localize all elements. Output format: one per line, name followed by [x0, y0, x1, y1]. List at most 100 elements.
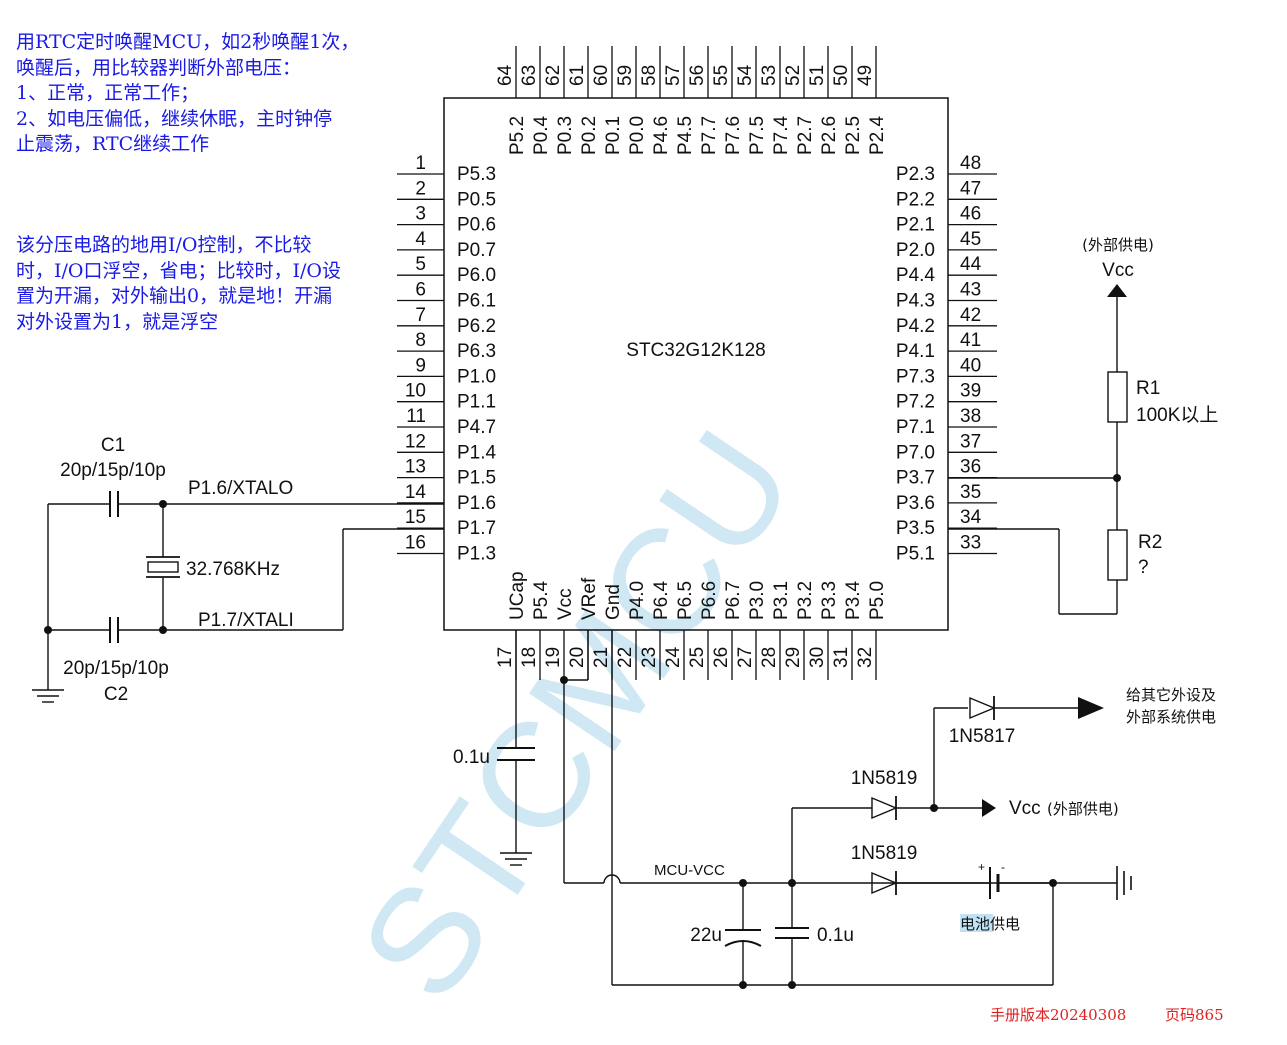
junction-dot — [930, 804, 938, 812]
pin-number: 51 — [807, 65, 828, 86]
pin-name: P6.6 — [699, 581, 720, 620]
earth-ground-icon — [1116, 866, 1132, 900]
pin-name: P6.0 — [457, 265, 496, 286]
r1-value: 100K以上 — [1136, 404, 1218, 426]
pin-name: P5.3 — [457, 164, 496, 185]
pin-number: 19 — [543, 647, 564, 668]
pin-name: P4.0 — [627, 581, 648, 620]
pin-name: P4.1 — [896, 341, 935, 362]
pin-number: 13 — [405, 457, 426, 478]
pin-number: 15 — [405, 507, 426, 528]
pin-number: 39 — [960, 381, 981, 402]
crystal-body — [147, 561, 179, 573]
pin-number: 5 — [415, 254, 426, 275]
pin-number: 41 — [960, 330, 981, 351]
d5819b-label: 1N5819 — [851, 843, 918, 864]
c2-value: 20p/15p/10p — [63, 658, 169, 679]
pin-name: P2.3 — [896, 164, 935, 185]
pin-number: 6 — [415, 280, 426, 301]
xtalo-label: P1.6/XTALO — [188, 478, 293, 499]
d5819a-label: 1N5819 — [851, 768, 918, 789]
pin-number: 28 — [759, 647, 780, 668]
junction-dot — [159, 500, 167, 508]
ext-supply-label: (外部供电) — [1082, 236, 1154, 254]
pin-name: P3.4 — [843, 580, 864, 620]
r1-label: R1 — [1136, 378, 1160, 399]
pin-number: 20 — [567, 647, 588, 668]
crystal-freq: 32.768KHz — [186, 559, 280, 580]
pin-number: 1 — [415, 153, 426, 174]
junction-dot — [739, 981, 747, 989]
pin-number: 14 — [405, 482, 427, 503]
c1-value: 20p/15p/10p — [60, 460, 166, 481]
pin-number: 38 — [960, 406, 981, 427]
pin-number: 54 — [735, 64, 756, 86]
pin-name: P3.2 — [795, 581, 816, 620]
pin-name: P7.3 — [896, 366, 935, 387]
pin-number: 50 — [831, 65, 852, 86]
pin-number: 40 — [960, 355, 981, 376]
pin-name: P7.0 — [896, 442, 935, 463]
pin-number: 36 — [960, 457, 981, 478]
r2-body — [1107, 529, 1128, 581]
pin-name: P2.6 — [819, 116, 840, 155]
pin-name: P0.4 — [531, 115, 552, 155]
battery-label-highlight — [960, 914, 993, 932]
chip-pins: 1P5.32P0.53P0.64P0.75P6.06P6.17P6.28P6.3… — [397, 46, 997, 680]
vcc-ext-cn: (外部供电) — [1047, 800, 1119, 818]
pin-name: P2.4 — [867, 115, 888, 155]
mcu-vcc-label: MCU-VCC — [654, 862, 725, 879]
pin-name: P3.3 — [819, 581, 840, 620]
junction-dot — [159, 626, 167, 634]
pin-number: 62 — [543, 65, 564, 86]
pin-number: 4 — [415, 229, 426, 250]
junction-dot — [1049, 879, 1057, 887]
c1-label: C1 — [101, 435, 125, 456]
pin-number: 34 — [960, 507, 982, 528]
footer-page: 页码865 — [1165, 1006, 1224, 1024]
pin-number: 60 — [591, 65, 612, 86]
pin-number: 31 — [831, 647, 852, 668]
pin-number: 59 — [615, 65, 636, 86]
pin-number: 52 — [783, 65, 804, 86]
pin-number: 7 — [415, 305, 426, 326]
pin-number: 27 — [735, 647, 756, 668]
pin-name: P3.0 — [747, 581, 768, 620]
note-divider-io: 该分压电路的地用I/O控制，不比较 时，I/O口浮空，省电；比较时，I/O设 置… — [16, 234, 341, 333]
pin-number: 3 — [415, 204, 426, 225]
pin-name: P4.6 — [651, 116, 672, 155]
vcc-arrow-icon — [1107, 284, 1127, 297]
to-peripherals-2: 外部系统供电 — [1126, 708, 1216, 726]
pin-number: 12 — [405, 431, 426, 452]
pin-number: 35 — [960, 482, 981, 503]
pin-name: P4.7 — [457, 417, 496, 438]
pin-name: P7.5 — [747, 116, 768, 155]
pin-number: 48 — [960, 153, 981, 174]
pin-name: P7.6 — [723, 116, 744, 155]
pin-number: 44 — [960, 254, 982, 275]
pin-name: P1.7 — [457, 518, 496, 539]
pin-number: 24 — [663, 646, 684, 668]
pin-name: P2.0 — [896, 240, 935, 261]
junction-dot — [44, 626, 52, 634]
junction-dot — [788, 879, 796, 887]
vcc-ext-label: Vcc — [1009, 798, 1041, 819]
to-peripherals-1: 给其它外设及 — [1126, 686, 1216, 704]
pin-name: P5.0 — [867, 581, 888, 620]
pin-name: P7.7 — [699, 116, 720, 155]
pin-number: 23 — [639, 647, 660, 668]
pin-name: P1.0 — [457, 366, 496, 387]
cap22-label: 22u — [690, 925, 722, 946]
pin-name: P4.5 — [675, 116, 696, 155]
pin-name: P5.2 — [507, 116, 528, 155]
pin-number: 21 — [591, 647, 612, 668]
pin-number: 11 — [406, 406, 426, 427]
pin-number: 32 — [855, 647, 876, 668]
pin-number: 17 — [495, 647, 516, 668]
diode-1n5817-icon — [969, 696, 996, 720]
ground-crystal-icon — [31, 689, 65, 703]
pin-number: 33 — [960, 533, 981, 554]
note-rtc-wakeup: 用RTC定时唤醒MCU，如2秒唤醒1次， 唤醒后，用比较器判断外部电压： 1、正… — [16, 31, 360, 155]
pin-name: P7.1 — [896, 417, 935, 438]
